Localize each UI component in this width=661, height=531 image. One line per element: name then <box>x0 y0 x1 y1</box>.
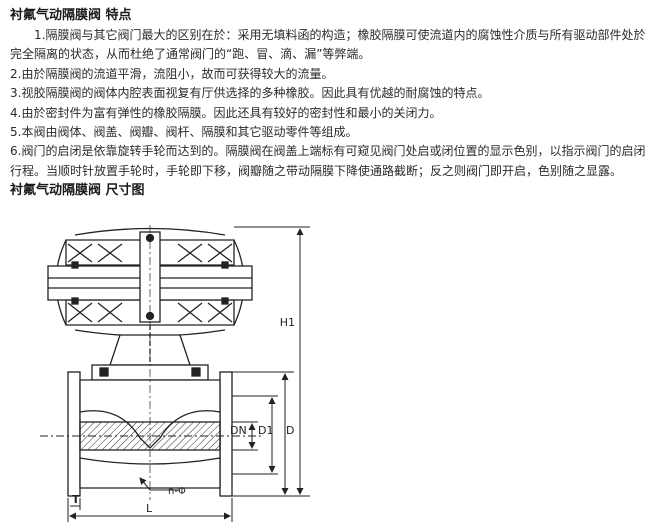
dim-label-holes: n-Φ <box>168 486 186 497</box>
feature-2: 2.由於隔膜阀的流道平滑，流阻小，故而可获得较大的流量。 <box>10 66 334 81</box>
dimension-heading: 衬氟气动隔膜阀 尺寸图 <box>10 183 145 199</box>
article: 衬氟气动隔膜阀 特点 1.隔膜阀与其它阀门最大的区别在於：采用无填料函的构造；橡… <box>10 6 656 201</box>
feature-4: 4.由於密封件为富有弹性的橡胶隔膜。因此还具有较好的密封性和最小的关闭力。 <box>10 105 442 120</box>
dim-label-d1: D1 <box>258 424 273 437</box>
dim-label-d: D <box>286 424 294 437</box>
feature-5: 5.本阀由阀体、阀盖、阀瓣、阀杆、隔膜和其它驱动零件等组成。 <box>10 125 358 140</box>
feature-3: 3.视胶隔膜阀的阀体内腔表面视复有厅供选择的多种橡胶。因此具有优越的耐腐蚀的特点… <box>10 86 490 101</box>
dim-label-l: L <box>146 502 153 515</box>
valve-body <box>40 225 262 500</box>
dim-label-h1: H1 <box>280 316 295 329</box>
feature-1: 1.隔膜阀与其它阀门最大的区别在於：采用无填料函的构造；橡胶隔膜可使流道内的腐蚀… <box>10 28 646 62</box>
dimension-lines <box>67 226 310 522</box>
valve-dimension-drawing: H1 D D1 DN T L n-Φ <box>0 214 661 527</box>
feature-6: 6.阀门的启闭是依靠旋转手轮而达到的。隔膜阀在阀盖上端标有可窥见阀门处启或闭位置… <box>10 144 646 178</box>
features-heading: 衬氟气动隔膜阀 特点 <box>10 8 132 23</box>
dim-label-t: T <box>72 493 80 506</box>
dim-label-dn: DN <box>230 424 247 437</box>
